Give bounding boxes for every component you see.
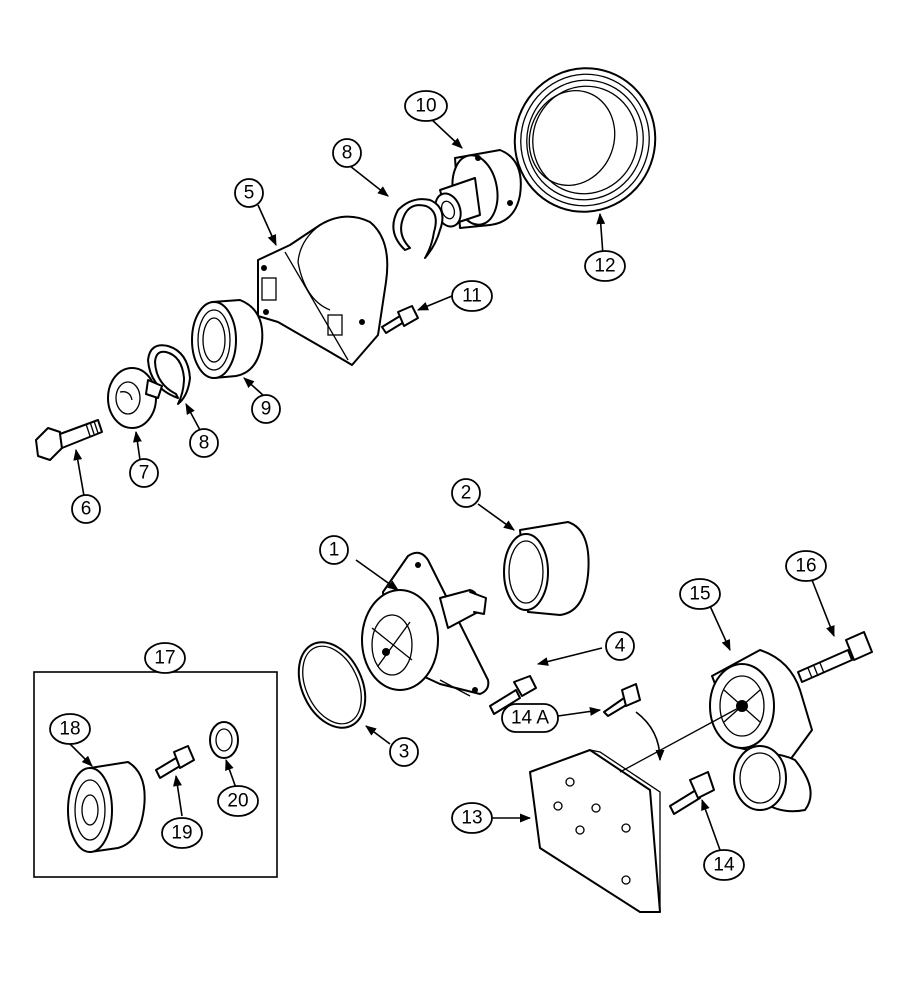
callout-10: 10 <box>404 90 448 122</box>
callout-2: 2 <box>451 478 481 508</box>
svg-text:7: 7 <box>139 463 150 484</box>
callout-6: 6 <box>71 494 101 524</box>
svg-text:8: 8 <box>199 433 210 454</box>
o-ring-part-3 <box>297 641 367 729</box>
svg-text:14: 14 <box>713 855 735 876</box>
washer-part-20 <box>209 721 239 759</box>
svg-text:4: 4 <box>615 636 626 657</box>
svg-text:11: 11 <box>462 286 482 307</box>
svg-text:5: 5 <box>244 183 255 204</box>
svg-text:18: 18 <box>59 719 80 740</box>
svg-text:10: 10 <box>415 96 436 117</box>
callout-3: 3 <box>389 737 419 767</box>
svg-text:16: 16 <box>795 556 816 577</box>
callout-19: 19 <box>161 817 203 849</box>
screw-part-11 <box>381 305 419 334</box>
svg-text:14 A: 14 A <box>511 708 549 729</box>
impeller-part-7 <box>107 367 163 429</box>
idler-pulley-part-18 <box>67 761 146 853</box>
callout-18: 18 <box>49 713 91 745</box>
hub-part-10 <box>434 149 522 229</box>
callout-4: 4 <box>605 631 635 661</box>
svg-text:1: 1 <box>329 540 340 561</box>
callout-11: 11 <box>451 280 493 312</box>
leader-lines <box>69 117 835 851</box>
snap-ring-part-8-lower <box>147 344 191 405</box>
svg-text:19: 19 <box>171 823 192 844</box>
callout-8-lower: 8 <box>189 428 219 458</box>
callout-20: 20 <box>217 785 259 817</box>
water-pump-part-1 <box>361 551 490 697</box>
tensioner-part-15 <box>709 649 813 813</box>
svg-text:15: 15 <box>689 584 710 605</box>
sleeve-part-2 <box>503 521 590 616</box>
callout-14: 14 <box>703 849 745 881</box>
svg-text:12: 12 <box>594 256 615 277</box>
svg-text:17: 17 <box>154 648 175 669</box>
callout-12: 12 <box>584 250 626 282</box>
callout-8-upper: 8 <box>332 138 362 168</box>
callout-17: 17 <box>144 642 186 674</box>
svg-text:6: 6 <box>81 499 92 520</box>
svg-text:8: 8 <box>342 143 353 164</box>
callout-5: 5 <box>234 178 264 208</box>
kit-box-17 <box>33 671 278 878</box>
pulley-part-12 <box>513 67 657 213</box>
housing-part-5 <box>257 215 389 366</box>
svg-text:2: 2 <box>461 483 472 504</box>
callout-1: 1 <box>319 535 349 565</box>
svg-text:13: 13 <box>461 808 482 829</box>
callout-15: 15 <box>679 578 721 610</box>
bracket-plate-part-13 <box>529 749 661 913</box>
bearing-part-9 <box>191 299 264 379</box>
shoulder-bolt-part-19 <box>155 745 195 779</box>
callout-7: 7 <box>129 458 159 488</box>
callout-9: 9 <box>251 394 281 424</box>
bolt-part-6 <box>35 419 103 461</box>
svg-text:20: 20 <box>227 791 248 812</box>
callout-14a: 14 A <box>501 703 559 733</box>
callout-13: 13 <box>451 802 493 834</box>
svg-text:9: 9 <box>261 399 272 420</box>
screw-part-4 <box>489 675 537 715</box>
screw-part-14a <box>603 683 641 717</box>
bolt-part-16 <box>797 631 873 683</box>
callout-16: 16 <box>785 550 827 582</box>
snap-ring-part-8-upper <box>392 198 444 259</box>
svg-text:3: 3 <box>399 742 410 763</box>
bolt-part-14 <box>669 771 715 815</box>
